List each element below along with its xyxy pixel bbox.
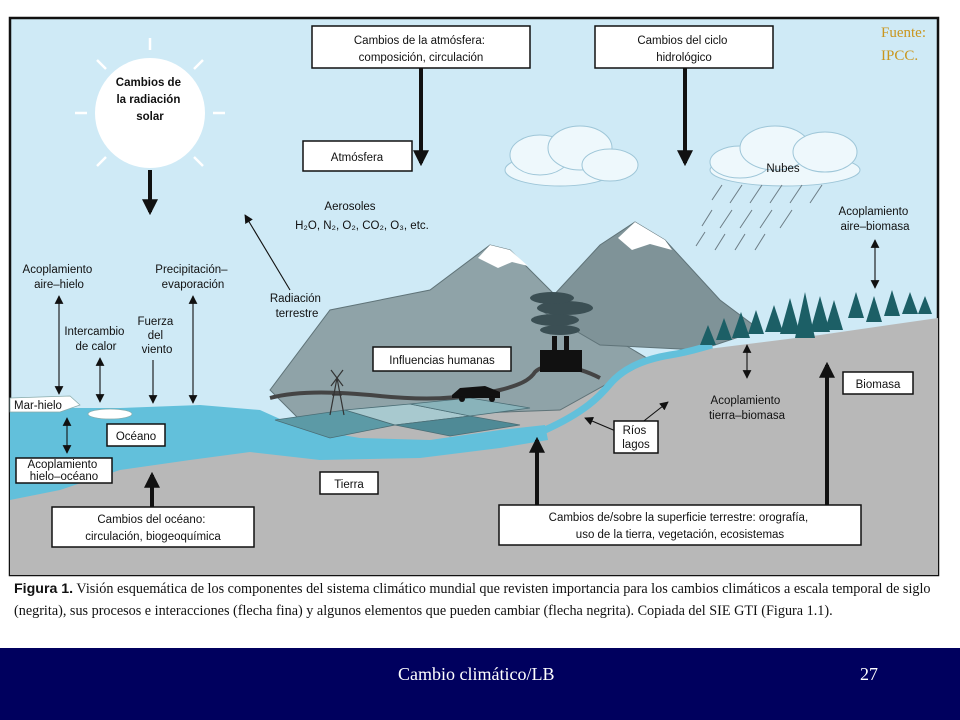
human-influences-label: Influencias humanas bbox=[389, 355, 495, 367]
surface-changes-label: Cambios de/sobre la superficie terrestre… bbox=[549, 512, 812, 541]
heat-exchange-label: Intercambio de calor bbox=[64, 326, 127, 353]
cloud-right-icon bbox=[709, 125, 861, 187]
atmosphere-label: Atmósfera bbox=[331, 152, 384, 164]
ice-ocean-box bbox=[15, 457, 113, 484]
terrestrial-radiation-arrow bbox=[244, 214, 291, 291]
biomass-box bbox=[842, 371, 914, 395]
ocean-changes-label: Cambios del océano: circulación, biogeoq… bbox=[85, 514, 221, 543]
caption-label: Figura 1. bbox=[14, 581, 74, 597]
rivers-arrow-1 bbox=[584, 417, 619, 433]
factory-icon bbox=[530, 292, 593, 372]
land-label: Tierra bbox=[334, 479, 364, 491]
rivers-box bbox=[613, 420, 659, 454]
atmosphere-changes-box bbox=[311, 25, 531, 69]
mountain-right bbox=[539, 221, 762, 351]
sea-ice-icon bbox=[9, 395, 81, 413]
figure-caption: Figura 1. Visión esquemática de los comp… bbox=[14, 578, 944, 622]
solar-label: Cambios de la radiación solar bbox=[116, 77, 184, 123]
snow-cap-right bbox=[618, 222, 672, 250]
precip-evap-label: Precipitación– evaporación bbox=[155, 264, 230, 291]
aerosols-title: Aerosoles bbox=[324, 201, 375, 213]
ice-ocean-label: Acoplamiento hielo–océano bbox=[28, 459, 101, 483]
snow-cap-left bbox=[478, 245, 528, 268]
source-note: Fuente: IPCC. bbox=[881, 25, 926, 64]
page-number: 27 bbox=[860, 664, 878, 684]
sea-ice-label: Mar-hielo bbox=[14, 400, 62, 412]
surface-changes-box bbox=[498, 504, 862, 546]
atmosphere-box bbox=[302, 140, 413, 172]
cloud-left-icon bbox=[504, 125, 639, 187]
forest-icon bbox=[700, 290, 932, 345]
hydro-changes-label: Cambios del ciclo hidrológico bbox=[637, 35, 730, 64]
terrestrial-radiation-label: Radiación terrestre bbox=[270, 293, 324, 320]
caption-text: Visión esquemática de los componentes de… bbox=[14, 581, 931, 619]
crop-fields-icon bbox=[274, 397, 531, 439]
footer-title: Cambio climático/LB bbox=[398, 664, 555, 684]
air-biomass-label: Acoplamiento aire–biomasa bbox=[839, 206, 912, 233]
biomass-label: Biomasa bbox=[856, 379, 901, 391]
land-box bbox=[319, 471, 379, 495]
footer-bar: Cambio climático/LB 27 bbox=[0, 648, 960, 720]
river-icon bbox=[543, 341, 713, 434]
human-influences-box bbox=[372, 346, 512, 372]
rivers-label: Ríos lagos bbox=[622, 425, 650, 451]
windmill-icon bbox=[329, 369, 345, 416]
atmosphere-changes-label: Cambios de la atmósfera: composición, ci… bbox=[354, 35, 488, 64]
air-ice-label: Acoplamiento aire–hielo bbox=[23, 264, 96, 291]
climate-system-diagram: Cambios de la radiación solar Cambios de… bbox=[8, 16, 940, 577]
car-icon bbox=[452, 386, 500, 402]
ocean-box bbox=[106, 423, 166, 447]
ocean-label: Océano bbox=[116, 431, 156, 443]
ice-floe-icon bbox=[87, 408, 133, 420]
aerosols-formula: H₂O, N₂, O₂, CO₂, O₃, etc. bbox=[295, 220, 429, 232]
clouds-label: Nubes bbox=[766, 163, 799, 175]
rain-icon bbox=[695, 184, 823, 251]
wind-force-label: Fuerza del viento bbox=[138, 316, 177, 356]
ocean-changes-box bbox=[51, 506, 255, 548]
land-biomass-label: Acoplamiento tierra–biomasa bbox=[709, 395, 786, 422]
hydro-changes-box bbox=[594, 25, 774, 69]
